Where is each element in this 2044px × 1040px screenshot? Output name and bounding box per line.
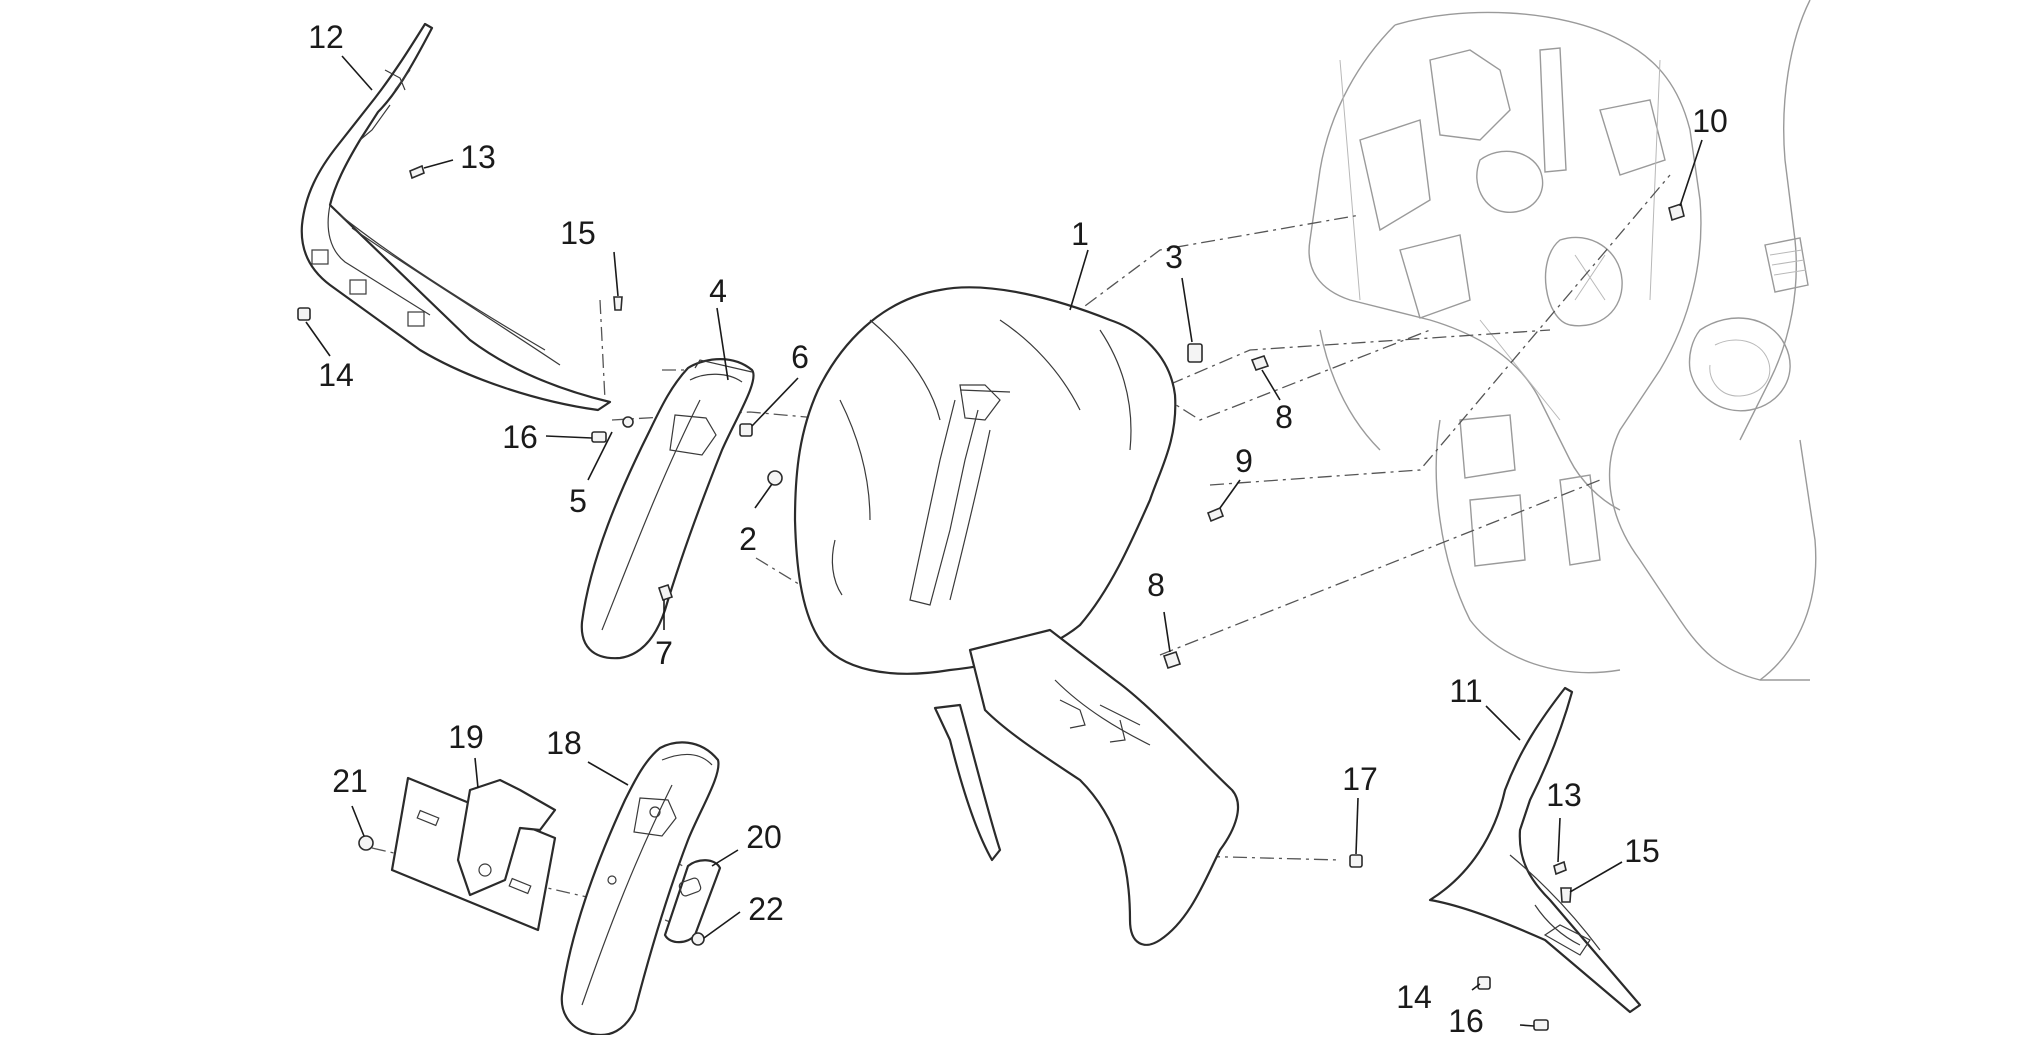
callout-16-lower: 16 — [1448, 1003, 1484, 1035]
callout-14-lower: 14 — [1396, 979, 1432, 1015]
callout-16-upper: 16 — [502, 419, 538, 455]
part-4-upper-trim-strip — [580, 358, 755, 660]
callout-15-upper: 15 — [560, 215, 596, 251]
callout-19: 19 — [448, 719, 484, 755]
part-11-side-panel — [1428, 686, 1642, 1014]
callout-3: 3 — [1165, 239, 1183, 275]
part-18-lower-trim-strip — [560, 741, 720, 1037]
callout-labels: 1 2 3 4 5 6 7 8 8 9 10 11 12 13 13 14 14… — [308, 19, 1728, 1039]
part-19-plate — [390, 776, 557, 932]
callout-10: 10 — [1692, 103, 1728, 139]
callout-13-upper: 13 — [460, 139, 496, 175]
leader-lines — [305, 55, 1703, 1027]
callout-15-lower: 15 — [1624, 833, 1660, 869]
callout-2: 2 — [739, 521, 757, 557]
callout-22: 22 — [748, 891, 784, 927]
part-1-front-shield — [793, 286, 1240, 946]
callout-9: 9 — [1235, 443, 1253, 479]
callout-21: 21 — [332, 763, 368, 799]
callout-18: 18 — [546, 725, 582, 761]
fasteners — [297, 164, 1685, 1031]
part-12-trim-panel — [300, 22, 612, 412]
callout-20: 20 — [746, 819, 782, 855]
callout-17: 17 — [1342, 761, 1378, 797]
scooter-frame-ghost — [1308, 0, 1817, 681]
callout-6: 6 — [791, 339, 809, 375]
callout-13-lower: 13 — [1546, 777, 1582, 813]
callout-8-lower: 8 — [1147, 567, 1165, 603]
callout-12: 12 — [308, 19, 344, 55]
callout-8-upper: 8 — [1275, 399, 1293, 435]
callout-4: 4 — [709, 273, 727, 309]
callout-7: 7 — [655, 635, 673, 671]
callout-14-upper: 14 — [318, 357, 354, 393]
callout-5: 5 — [569, 483, 587, 519]
callout-1: 1 — [1071, 216, 1089, 252]
callout-11: 11 — [1449, 673, 1482, 709]
